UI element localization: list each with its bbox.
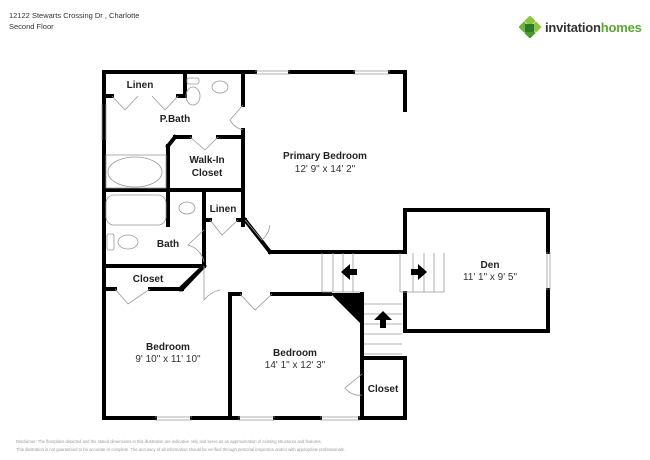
floor-label: Second Floor [9, 22, 54, 31]
walls [102, 70, 550, 420]
room-linen-top: Linen [127, 80, 154, 91]
room-linen-mid: Linen [210, 204, 237, 215]
room-walkin-1: Walk-In [189, 155, 224, 166]
arrow-right-icon [411, 264, 427, 280]
bathtub-icon [105, 194, 167, 226]
brand-logo: invitationhomes [519, 16, 642, 38]
bathtub-icon [107, 156, 163, 188]
room-bedroom-mid-dims: 14' 1" x 12' 3" [265, 360, 326, 371]
room-bedroom-left-dims: 9' 10" x 11' 10" [135, 354, 201, 365]
toilet-icon [185, 86, 201, 106]
disclaimer-line-2: This illustration is not guaranteed to b… [16, 446, 346, 452]
room-walkin-2: Closet [192, 168, 223, 179]
sink-icon [211, 80, 229, 94]
room-closet-right: Closet [368, 384, 399, 395]
stair-arrows [341, 264, 427, 328]
brand-name: invitationhomes [545, 19, 642, 35]
disclaimer-line-1: Disclaimer: The floorplans depicted and … [16, 439, 322, 444]
room-closet-left: Closet [133, 274, 164, 285]
room-pbath: P.Bath [160, 114, 190, 125]
clover-logo-icon [519, 16, 541, 38]
stair-wedge [330, 293, 362, 325]
room-primary: Primary Bedroom [283, 151, 367, 162]
room-bedroom-mid: Bedroom [273, 348, 317, 359]
disclaimer: Disclaimer: The floorplans depicted and … [16, 438, 345, 453]
room-bath: Bath [157, 239, 179, 250]
room-den: Den [481, 260, 500, 271]
arrow-up-icon [374, 311, 392, 328]
stairs [321, 253, 445, 355]
address: 12122 Stewarts Crossing Dr , Charlotte [9, 11, 140, 20]
toilet-icon [117, 234, 139, 250]
room-primary-dims: 12' 9" x 14' 2" [295, 164, 356, 175]
sink-icon [178, 201, 196, 215]
listing-header: 12122 Stewarts Crossing Dr , Charlotte S… [9, 10, 139, 32]
room-den-dims: 11' 1" x 9' 5" [463, 272, 518, 283]
fixtures [101, 70, 551, 421]
room-bedroom-left: Bedroom [146, 342, 190, 353]
arrow-left-icon [341, 264, 357, 280]
